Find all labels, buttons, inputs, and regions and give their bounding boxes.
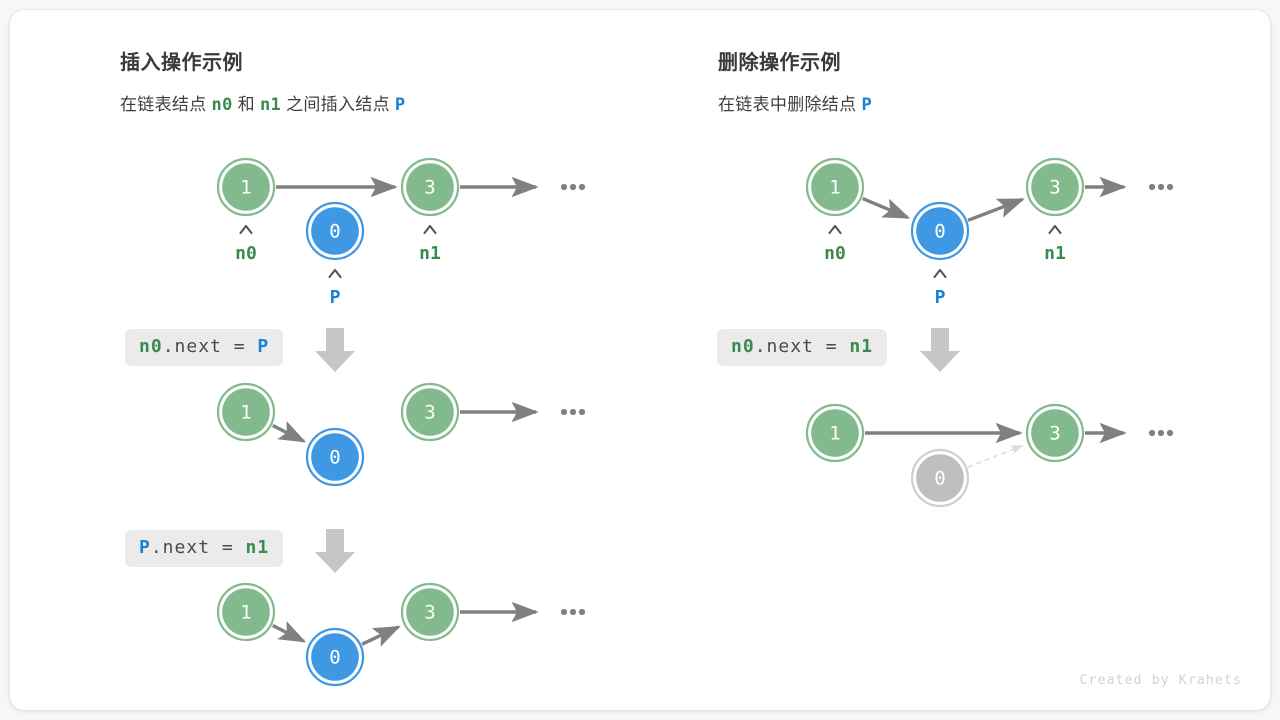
text-token: P bbox=[394, 95, 406, 115]
text-token: n1 bbox=[849, 336, 874, 357]
node-value: 3 bbox=[424, 402, 435, 424]
node-pointer-label: n0 bbox=[824, 243, 846, 264]
text-token: P bbox=[861, 95, 872, 115]
node-value: 1 bbox=[829, 177, 840, 199]
step-down-arrow bbox=[315, 328, 355, 372]
code-label-insert-step-2: P.next = n1 bbox=[125, 530, 284, 567]
text-token: 在链表结点 bbox=[120, 95, 212, 114]
text-token: .next = bbox=[754, 336, 850, 357]
ellipsis-icon bbox=[1148, 183, 1174, 191]
watermark: Created by Krahets bbox=[1079, 673, 1242, 688]
node-value: 1 bbox=[829, 423, 840, 445]
edge-arrow-faded bbox=[967, 445, 1024, 468]
panel-delete: 删除操作示例 在链表中删除结点 P bbox=[640, 10, 1270, 710]
caret-icon bbox=[933, 268, 947, 279]
caret-icon bbox=[423, 224, 437, 235]
list-node-green: 3 bbox=[400, 382, 460, 442]
node-value: 0 bbox=[934, 221, 945, 243]
node-pointer-label: P bbox=[330, 287, 341, 308]
text-token: .next = bbox=[150, 537, 246, 558]
node-pointer-label: n1 bbox=[1044, 243, 1066, 264]
list-node-green: 3 bbox=[1025, 157, 1085, 217]
edge-arrow bbox=[272, 421, 307, 443]
node-value: 0 bbox=[329, 447, 340, 469]
caret-icon bbox=[828, 224, 842, 235]
list-node-blue: 0 bbox=[305, 627, 365, 687]
text-token: P bbox=[139, 537, 151, 558]
list-node-green: 1 bbox=[805, 403, 865, 463]
step-down-arrow bbox=[920, 328, 960, 372]
node-value: 3 bbox=[424, 177, 435, 199]
text-token: n0 bbox=[139, 336, 163, 357]
list-node-green: 3 bbox=[400, 582, 460, 642]
caret-icon bbox=[1048, 224, 1062, 235]
edge-arrow bbox=[967, 197, 1025, 222]
list-node-green: 1 bbox=[216, 157, 276, 217]
list-node-green: 3 bbox=[400, 157, 460, 217]
delete-panel-subtitle: 在链表中删除结点 P bbox=[718, 90, 872, 115]
text-token: 在链表中删除结点 bbox=[718, 95, 862, 114]
edge-arrow bbox=[272, 621, 307, 643]
list-node-gray: 0 bbox=[910, 448, 970, 508]
ellipsis-icon bbox=[560, 408, 586, 416]
list-node-green: 1 bbox=[805, 157, 865, 217]
list-node-green: 1 bbox=[216, 582, 276, 642]
node-value: 1 bbox=[240, 177, 251, 199]
text-token: 之间插入结点 bbox=[281, 95, 395, 114]
text-token: n0 bbox=[731, 336, 755, 357]
step-down-arrow bbox=[315, 529, 355, 573]
node-value: 0 bbox=[329, 647, 340, 669]
node-pointer-label: n0 bbox=[235, 243, 257, 264]
node-value: 3 bbox=[1049, 423, 1060, 445]
list-node-blue: 0 bbox=[910, 201, 970, 261]
list-node-blue: 0 bbox=[305, 201, 365, 261]
caret-icon bbox=[239, 224, 253, 235]
node-pointer-label: P bbox=[935, 287, 946, 308]
list-node-green: 1 bbox=[216, 382, 276, 442]
text-token: n1 bbox=[259, 95, 282, 115]
ellipsis-icon bbox=[1148, 429, 1174, 437]
edge-arrow bbox=[361, 625, 401, 647]
code-label-insert-step-1: n0.next = P bbox=[125, 329, 284, 366]
ellipsis-icon bbox=[560, 608, 586, 616]
text-token: 和 bbox=[232, 95, 260, 114]
node-value: 0 bbox=[934, 468, 945, 490]
text-token: .next = bbox=[162, 336, 258, 357]
node-value: 1 bbox=[240, 602, 251, 624]
text-token: n1 bbox=[245, 537, 270, 558]
text-token: P bbox=[257, 336, 270, 357]
node-value: 0 bbox=[329, 221, 340, 243]
delete-panel-title: 删除操作示例 bbox=[718, 52, 841, 74]
code-label-delete-step-1: n0.next = n1 bbox=[717, 329, 888, 366]
list-node-blue: 0 bbox=[305, 427, 365, 487]
node-value: 3 bbox=[1049, 177, 1060, 199]
insert-panel-subtitle: 在链表结点 n0 和 n1 之间插入结点 P bbox=[120, 90, 405, 115]
edge-arrow bbox=[862, 197, 911, 220]
ellipsis-icon bbox=[560, 183, 586, 191]
insert-panel-title: 插入操作示例 bbox=[120, 52, 243, 74]
panel-insert: 插入操作示例 在链表结点 n0 和 n1 之间插入结点 P bbox=[10, 10, 640, 710]
node-value: 1 bbox=[240, 402, 251, 424]
list-node-green: 3 bbox=[1025, 403, 1085, 463]
node-value: 3 bbox=[424, 602, 435, 624]
text-token: n0 bbox=[211, 95, 233, 115]
caret-icon bbox=[328, 268, 342, 279]
node-pointer-label: n1 bbox=[419, 243, 441, 264]
